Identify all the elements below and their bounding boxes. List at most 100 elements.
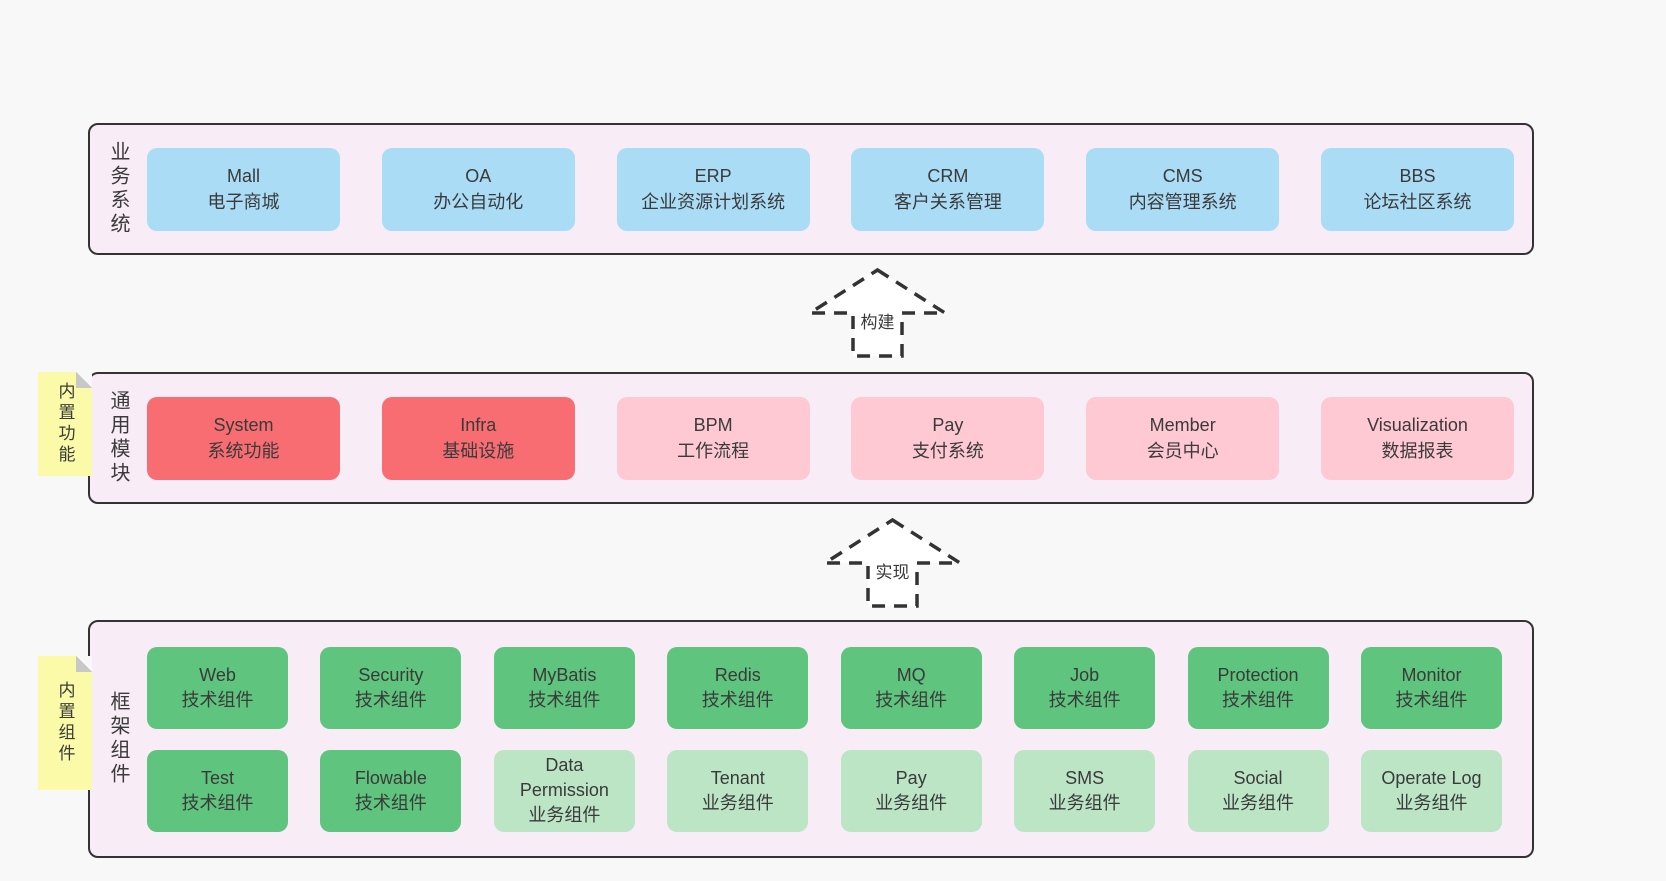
arrow-implement-label: 实现 [871, 557, 914, 584]
box-title: Pay [895, 767, 927, 788]
box-protection: Protection 技术组件 [1187, 646, 1329, 729]
component-grid: Web 技术组件 Security 技术组件 MyBatis 技术组件 Redi… [147, 646, 1502, 832]
box-subtitle: 基础设施 [442, 441, 515, 461]
box-title: Job [1070, 664, 1100, 685]
box-mybatis: MyBatis 技术组件 [493, 646, 635, 729]
box-title: Infra [460, 415, 497, 435]
box-title: Flowable [354, 767, 427, 788]
box-subtitle: 业务组件 [1395, 792, 1468, 813]
box-job: Job 技术组件 [1014, 646, 1156, 729]
box-operate-log: Operate Log 业务组件 [1360, 749, 1502, 832]
box-subtitle: 电子商城 [207, 192, 280, 212]
box-title: Mall [226, 166, 260, 186]
box-title: Protection [1217, 664, 1299, 685]
section-label-business: 业务系统 [107, 141, 129, 237]
box-title: Visualization [1367, 415, 1468, 435]
box-title: Redis [714, 664, 761, 685]
box-title: Security [358, 664, 424, 685]
box-title: BBS [1399, 166, 1436, 186]
box-security: Security 技术组件 [320, 646, 462, 729]
box-title: Member [1149, 415, 1216, 435]
box-monitor: Monitor 技术组件 [1360, 646, 1502, 729]
box-bbs: BBS 论坛社区系统 [1320, 147, 1514, 231]
box-subtitle: 技术组件 [701, 689, 774, 710]
box-subtitle: 系统功能 [207, 441, 280, 461]
box-title: Social [1233, 767, 1283, 788]
box-subtitle: 数据报表 [1381, 441, 1454, 461]
box-title: OA [465, 166, 492, 186]
box-title: SMS [1065, 767, 1105, 788]
box-subtitle: 技术组件 [1395, 689, 1468, 710]
box-subtitle: 技术组件 [181, 689, 254, 710]
component-row-2: Test 技术组件 Flowable 技术组件 Data Permission … [147, 749, 1502, 832]
box-title: ERP [694, 166, 732, 186]
box-subtitle: 技术组件 [528, 689, 601, 710]
box-subtitle: 企业资源计划系统 [641, 192, 786, 212]
box-title: Web [199, 664, 236, 685]
box-subtitle: 办公自动化 [433, 192, 524, 212]
box-subtitle: 内容管理系统 [1128, 192, 1237, 212]
section-label-components: 框架组件 [107, 691, 129, 787]
box-title: CRM [927, 166, 969, 186]
box-subtitle: 技术组件 [1048, 689, 1121, 710]
box-web: Web 技术组件 [147, 646, 288, 729]
box-tenant: Tenant 业务组件 [667, 749, 809, 832]
box-subtitle: 技术组件 [875, 689, 948, 710]
box-subtitle: 支付系统 [911, 441, 984, 461]
box-member: Member 会员中心 [1086, 396, 1280, 480]
box-redis: Redis 技术组件 [667, 646, 809, 729]
box-title: Tenant [710, 767, 765, 788]
folded-corner-icon [76, 656, 92, 672]
folded-corner-icon [76, 372, 92, 388]
box-cms: CMS 内容管理系统 [1086, 147, 1280, 231]
box-subtitle: 业务组件 [875, 792, 948, 813]
arrow-implement: 实现 [818, 517, 967, 609]
box-title: Test [200, 767, 234, 788]
box-title: MyBatis [532, 664, 597, 685]
box-subtitle: 技术组件 [354, 792, 427, 813]
box-subtitle: 技术组件 [1222, 689, 1295, 710]
section-label-modules: 通用模块 [107, 390, 129, 486]
module-box-row: System 系统功能 Infra 基础设施 BPM 工作流程 Pay 支付系统… [147, 396, 1514, 480]
arrow-build: 构建 [803, 267, 952, 359]
box-subtitle: 业务组件 [1222, 792, 1295, 813]
box-subtitle: 技术组件 [354, 689, 427, 710]
box-system: System 系统功能 [147, 396, 340, 480]
section-business-systems: 业务系统 Mall 电子商城 OA 办公自动化 ERP 企业资源计划系统 CRM… [88, 123, 1534, 255]
section-common-modules: 通用模块 System 系统功能 Infra 基础设施 BPM 工作流程 Pay… [88, 372, 1534, 504]
box-title: BPM [693, 415, 733, 435]
box-title: Monitor [1401, 664, 1462, 685]
component-row-1: Web 技术组件 Security 技术组件 MyBatis 技术组件 Redi… [147, 646, 1502, 729]
sticky-note-built-in-features: 内置功能 [38, 372, 92, 476]
box-subtitle: 业务组件 [1048, 792, 1121, 813]
box-title: Operate Log [1381, 767, 1482, 788]
box-pay-module: Pay 支付系统 [851, 396, 1045, 480]
box-social: Social 业务组件 [1187, 749, 1329, 832]
box-crm: CRM 客户关系管理 [851, 147, 1045, 231]
box-bpm: BPM 工作流程 [616, 396, 810, 480]
box-oa: OA 办公自动化 [381, 147, 575, 231]
box-mall: Mall 电子商城 [147, 147, 340, 231]
box-subtitle: 论坛社区系统 [1363, 192, 1472, 212]
business-box-row: Mall 电子商城 OA 办公自动化 ERP 企业资源计划系统 CRM 客户关系… [147, 147, 1514, 231]
box-pay-component: Pay 业务组件 [840, 749, 982, 832]
box-visualization: Visualization 数据报表 [1320, 396, 1514, 480]
box-subtitle: 工作流程 [677, 441, 750, 461]
box-data-permission: Data Permission 业务组件 [493, 749, 635, 832]
box-subtitle: 业务组件 [528, 805, 601, 825]
sticky-note-label: 内置功能 [55, 382, 75, 466]
box-title: System [213, 415, 274, 435]
box-erp: ERP 企业资源计划系统 [616, 147, 810, 231]
box-sms: SMS 业务组件 [1014, 749, 1156, 832]
box-title: CMS [1162, 166, 1203, 186]
arrow-build-label: 构建 [856, 307, 899, 334]
box-subtitle: 会员中心 [1146, 441, 1219, 461]
box-infra: Infra 基础设施 [381, 396, 575, 480]
box-test: Test 技术组件 [147, 749, 288, 832]
box-mq: MQ 技术组件 [840, 646, 982, 729]
box-flowable: Flowable 技术组件 [320, 749, 462, 832]
box-subtitle: 技术组件 [181, 792, 254, 813]
sticky-note-built-in-components: 内置组件 [38, 656, 92, 790]
box-subtitle: 客户关系管理 [893, 192, 1002, 212]
